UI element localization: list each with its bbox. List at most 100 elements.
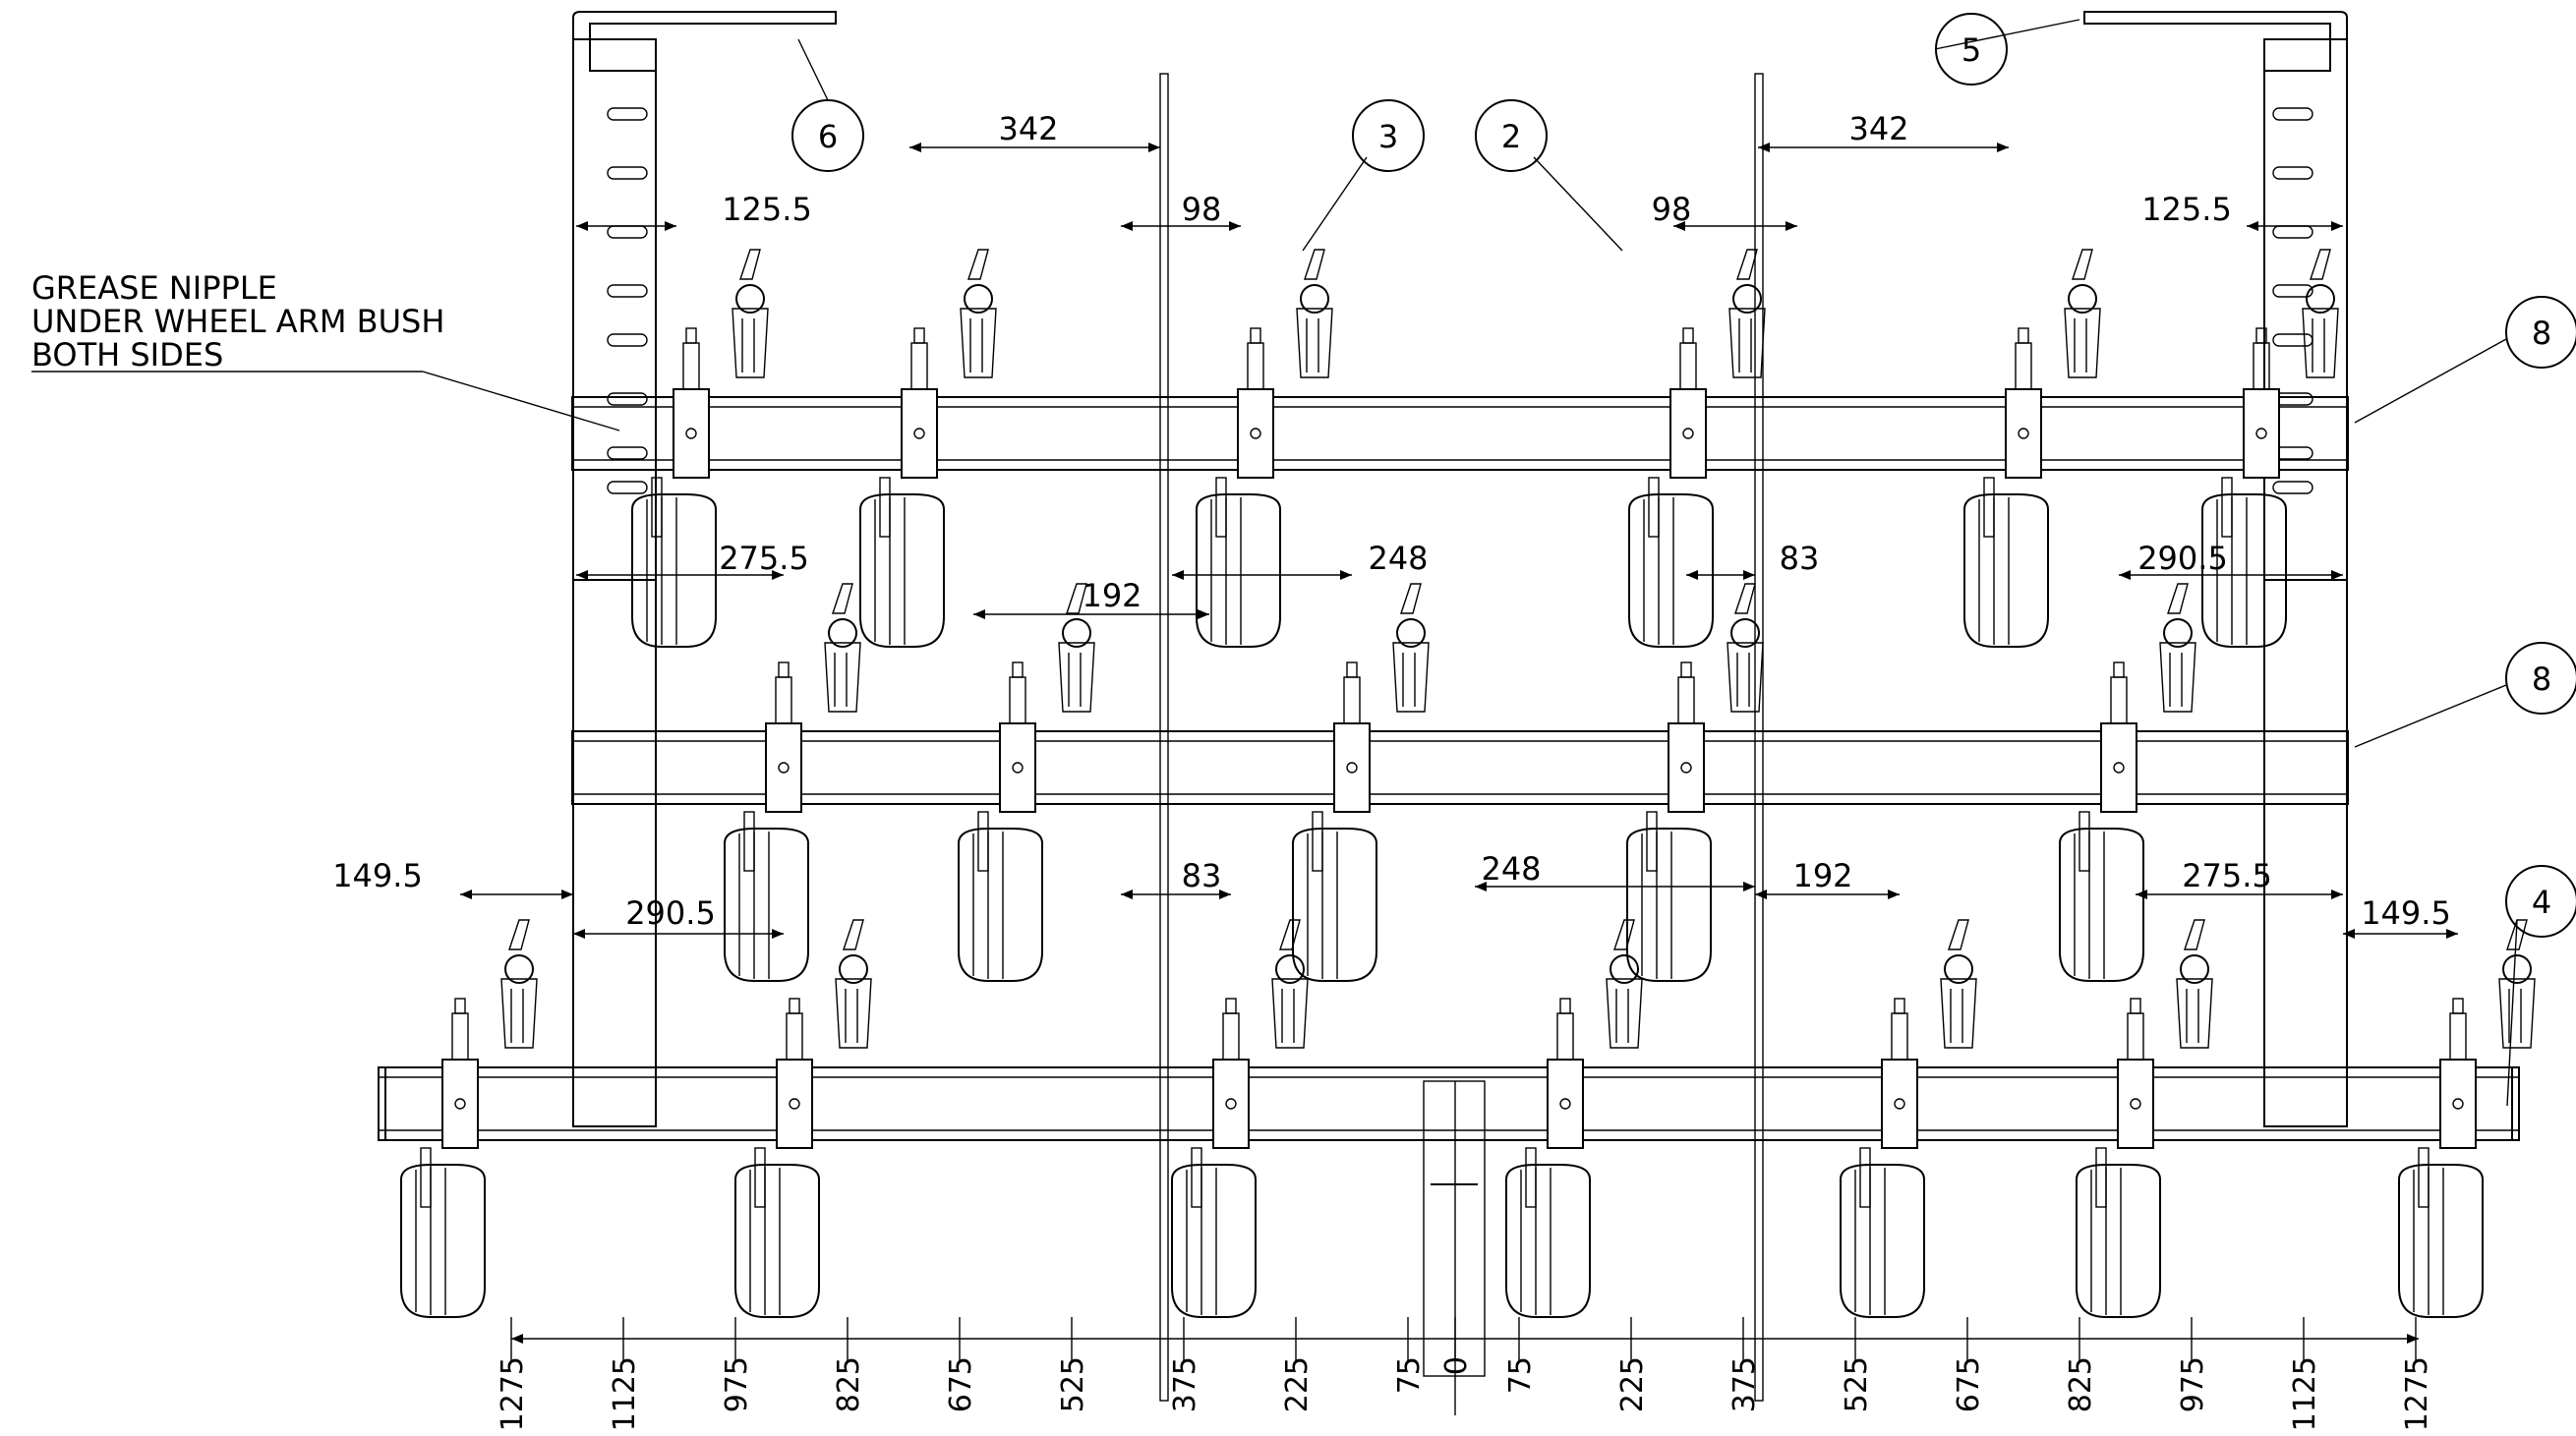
- clamp-block: [901, 388, 938, 479]
- clamp-block: [2117, 1059, 2154, 1149]
- axis-label: 225: [1280, 1356, 1315, 1412]
- plate-slot: [2272, 107, 2313, 121]
- side-plate-left: [572, 38, 657, 1127]
- note-leader: [422, 371, 620, 431]
- wheel: [400, 1164, 486, 1318]
- leader-2: [1533, 156, 1623, 252]
- row-unit: [631, 249, 769, 648]
- bolt: [2255, 428, 2267, 439]
- bolt: [913, 428, 925, 439]
- dim-342-right: 342: [1848, 110, 1908, 147]
- spring-coil: [2502, 954, 2532, 984]
- bolt: [1250, 428, 1261, 439]
- clamp-block: [765, 722, 802, 813]
- spring-body: [1727, 642, 1764, 713]
- arrow: [1743, 882, 1755, 891]
- stud-tip: [1225, 998, 1237, 1014]
- spring-tine: [832, 583, 853, 614]
- axis-label: 675: [944, 1356, 978, 1412]
- clamp-block: [2243, 388, 2280, 479]
- axis-label: 525: [1840, 1356, 1874, 1412]
- spring-body: [500, 978, 538, 1049]
- spring-tine: [2072, 249, 2093, 280]
- note-line-2: UNDER WHEEL ARM BUSH: [31, 303, 444, 340]
- arrow: [1758, 143, 1770, 152]
- row-unit: [2398, 919, 2536, 1318]
- frame-beam-1: [571, 730, 2349, 805]
- clamp-block: [1669, 388, 1707, 479]
- arrow: [2446, 929, 2458, 939]
- balloon-4-label: 4: [2532, 884, 2551, 921]
- clamp-block: [2005, 388, 2042, 479]
- axis-label: 825: [2064, 1356, 2098, 1412]
- arrow: [2331, 570, 2343, 580]
- bolt: [1346, 762, 1358, 774]
- wheel-arm: [1191, 1147, 1202, 1208]
- plate-slot: [607, 225, 648, 239]
- dim-125-right: 125.5: [2141, 191, 2232, 228]
- wheel: [1626, 828, 1712, 982]
- stud-tip: [2130, 998, 2141, 1014]
- spring-coil: [2163, 618, 2193, 648]
- arrow: [1340, 570, 1352, 580]
- spring-coil: [1275, 954, 1305, 984]
- spring-tine: [2310, 249, 2331, 280]
- bolt: [1680, 762, 1692, 774]
- arrow: [1121, 890, 1133, 899]
- stud-tip: [778, 661, 790, 678]
- stud-tip: [1012, 661, 1024, 678]
- arrow: [2136, 890, 2147, 899]
- wheel-arm: [1983, 477, 1995, 538]
- row-unit: [734, 919, 872, 1318]
- wheel-arm: [879, 477, 891, 538]
- dim-192-top: 192: [1082, 577, 1142, 614]
- dim-342-left: 342: [998, 110, 1058, 147]
- axis-label: 1275: [496, 1356, 530, 1431]
- axis-label: 1125: [608, 1356, 642, 1431]
- spring-body: [1058, 642, 1095, 713]
- arrow: [2343, 929, 2355, 939]
- arrow: [2331, 890, 2343, 899]
- plate-slot: [607, 481, 648, 494]
- wheel: [1171, 1164, 1257, 1318]
- dim-83-top: 83: [1780, 540, 1820, 577]
- bolt: [1559, 1098, 1571, 1110]
- stud: [2015, 342, 2032, 390]
- stud-tip: [2255, 327, 2267, 344]
- wheel-arm: [420, 1147, 432, 1208]
- dim-125-left: 125.5: [722, 191, 812, 228]
- plate-slot: [607, 446, 648, 460]
- axis-label: 375: [1727, 1356, 1762, 1412]
- axis-label: 825: [832, 1356, 866, 1412]
- stud: [2449, 1012, 2467, 1061]
- arrow: [1997, 143, 2009, 152]
- spring-tine: [1734, 583, 1756, 614]
- spring-coil: [735, 284, 765, 314]
- stud: [2127, 1012, 2144, 1061]
- stud-tip: [2452, 998, 2464, 1014]
- marker-plate: [1754, 73, 1764, 1402]
- stud: [1343, 676, 1361, 724]
- dim-98-left: 98: [1182, 191, 1222, 228]
- machine-structure: [31, 11, 2536, 1415]
- balloon-5: 5: [1935, 13, 2008, 86]
- wheel: [631, 493, 717, 648]
- spring-body: [2498, 978, 2536, 1049]
- frame-beam-2: [378, 1066, 2520, 1141]
- arrow: [561, 890, 573, 899]
- wheel: [1196, 493, 1281, 648]
- spring-tine: [1400, 583, 1422, 614]
- wheel: [1292, 828, 1377, 982]
- spring-coil: [1300, 284, 1329, 314]
- clamp-block: [1212, 1059, 1250, 1149]
- stud-tip: [789, 998, 800, 1014]
- plate-slot: [607, 284, 648, 298]
- stud: [1009, 676, 1026, 724]
- plate-slot: [607, 107, 648, 121]
- axis-label: 75: [1503, 1356, 1538, 1394]
- wheel-arm: [1646, 811, 1658, 872]
- row-unit: [2059, 583, 2196, 982]
- bolt: [685, 428, 697, 439]
- stud: [775, 676, 792, 724]
